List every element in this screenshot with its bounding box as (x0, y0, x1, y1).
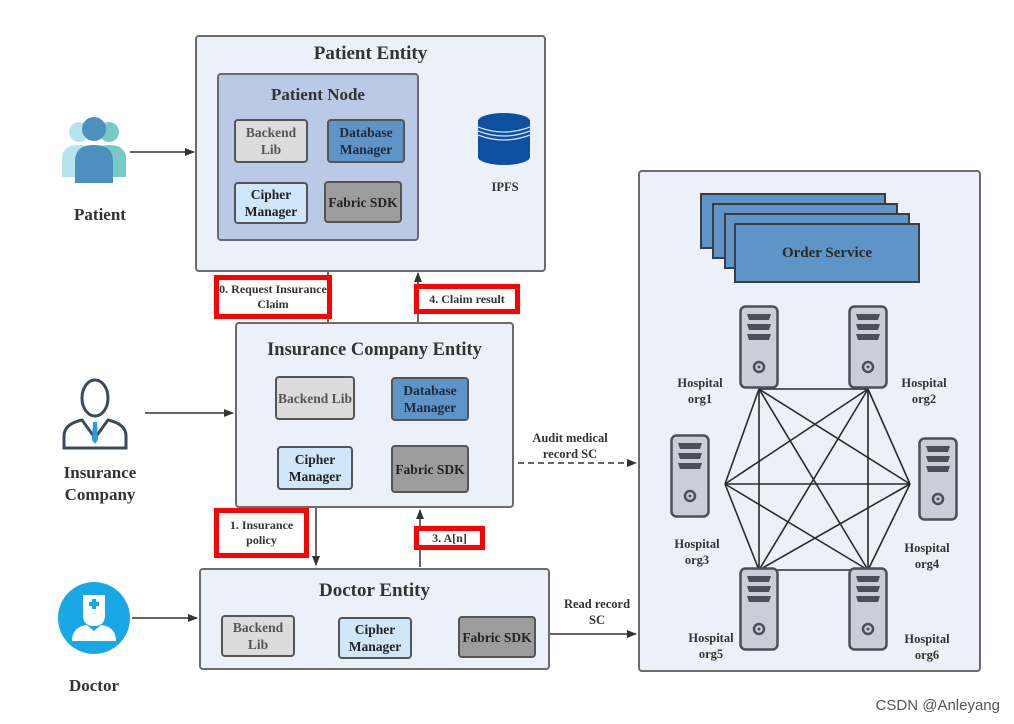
doctor-cipher-manager: Cipher Manager (338, 617, 412, 659)
insurance-backend-lib: Backend Lib (275, 376, 355, 420)
doctor-entity: Doctor Entity Backend Lib Cipher Manager… (199, 568, 550, 670)
hospital-label-org3: Hospital org3 (674, 537, 720, 567)
patient-database-manager: Database Manager (327, 119, 405, 163)
server-icon (918, 437, 958, 521)
hospital-label-org2: Hospital org2 (901, 376, 947, 406)
ipfs-label: IPFS (491, 180, 519, 194)
patient-cipher-manager: Cipher Manager (234, 182, 308, 224)
step3-an-label: 3. A[n] (414, 526, 485, 550)
mesh-link (724, 388, 760, 485)
mesh-link (758, 388, 869, 571)
insurance-actor (60, 378, 130, 450)
hospital-network: Order Service Hospital org1 Hospital org… (638, 170, 981, 672)
order-service: Order Service (734, 223, 920, 283)
insurance-fabric-sdk: Fabric SDK (391, 445, 469, 493)
doctor-icon (58, 582, 130, 654)
read-record-label: Read record SC (563, 597, 631, 627)
patient-node: Patient Node Backend Lib Database Manage… (217, 73, 419, 241)
insurance-cipher-manager: Cipher Manager (277, 446, 353, 490)
mesh-link (867, 388, 911, 485)
patient-entity-title: Patient Entity (313, 43, 428, 64)
hospital-label-org1: Hospital org1 (677, 376, 723, 406)
mesh-link (867, 483, 911, 571)
hospital-mesh (724, 388, 911, 571)
step1-insurance-policy-label: 1. Insurance policy (214, 508, 309, 558)
group-people-icon (62, 117, 126, 183)
hospital-label-org5: Hospital org5 (688, 631, 734, 661)
patient-backend-lib: Backend Lib (234, 119, 308, 163)
doctor-entity-title: Doctor Entity (319, 580, 430, 601)
order-service-label: Order Service (781, 244, 873, 261)
server-icon (670, 434, 710, 518)
step4-claim-result-label: 4. Claim result (414, 284, 520, 314)
server-icon (739, 305, 779, 389)
doctor-backend-lib: Backend Lib (221, 615, 295, 657)
mesh-link (724, 483, 869, 571)
mesh-link (724, 483, 760, 571)
doctor-actor (57, 581, 131, 655)
doctor-fabric-sdk: Fabric SDK (458, 616, 536, 658)
server-icon (848, 567, 888, 651)
server-icon (739, 567, 779, 651)
server-icon (848, 305, 888, 389)
ipfs-database-icon (477, 113, 531, 165)
patient-entity: Patient Entity Patient Node Backend Lib … (195, 35, 546, 272)
hospital-label-org6: Hospital org6 (904, 632, 950, 662)
audit-label: Audit medical record SC (532, 431, 608, 461)
step0-request-label: 0. Request Insurance Claim (214, 275, 332, 319)
mesh-link (758, 483, 911, 571)
insurance-database-manager: Database Manager (391, 377, 469, 421)
patient-actor (58, 115, 130, 185)
insurance-label: Insurance Company (63, 463, 137, 504)
doctor-label: Doctor (68, 676, 120, 695)
insurance-entity-title: Insurance Company Entity (267, 340, 482, 360)
hospital-label-org4: Hospital org4 (904, 541, 950, 571)
mesh-link (758, 388, 911, 485)
patient-label: Patient (74, 205, 126, 224)
watermark: CSDN @Anleyang (875, 697, 1000, 714)
mesh-link (724, 388, 869, 485)
patient-node-title: Patient Node (271, 85, 365, 104)
patient-fabric-sdk: Fabric SDK (324, 181, 402, 223)
insurance-entity: Insurance Company Entity Backend Lib Dat… (235, 322, 514, 508)
businessman-icon (62, 378, 128, 450)
